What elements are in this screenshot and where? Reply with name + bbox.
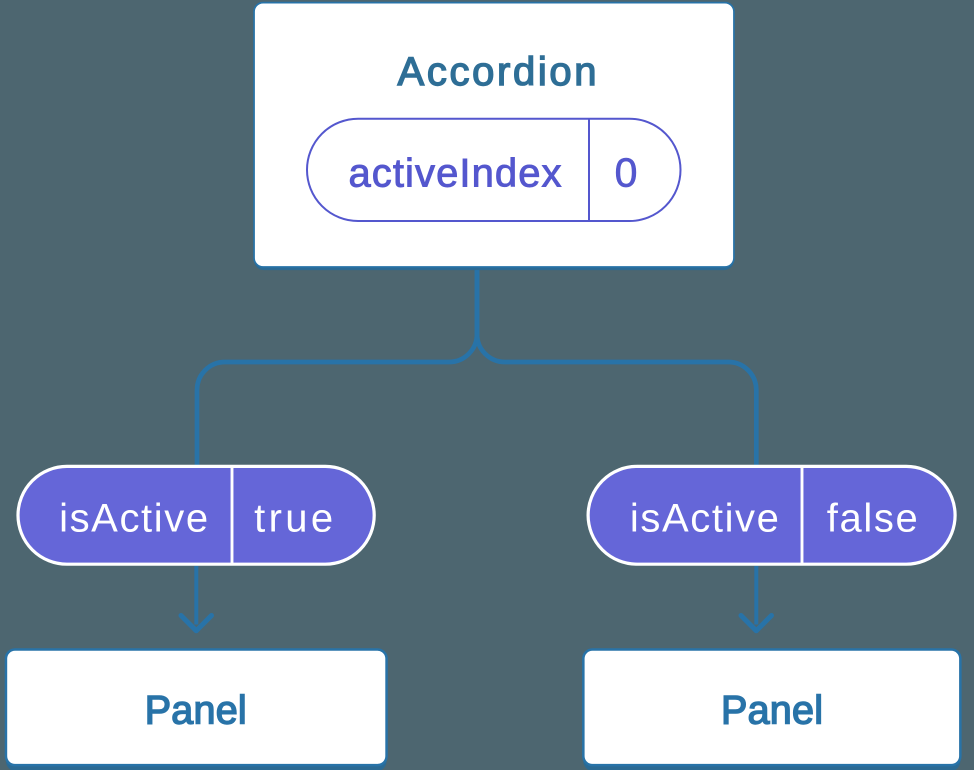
svg-text:Accordion: Accordion xyxy=(398,50,597,94)
svg-text:Panel: Panel xyxy=(721,688,823,732)
svg-text:0: 0 xyxy=(615,150,638,196)
svg-text:isActive: isActive xyxy=(59,497,208,541)
svg-text:isActive: isActive xyxy=(630,497,779,541)
svg-text:activeIndex: activeIndex xyxy=(349,152,562,196)
svg-text:false: false xyxy=(827,497,918,541)
svg-text:Panel: Panel xyxy=(145,688,247,732)
